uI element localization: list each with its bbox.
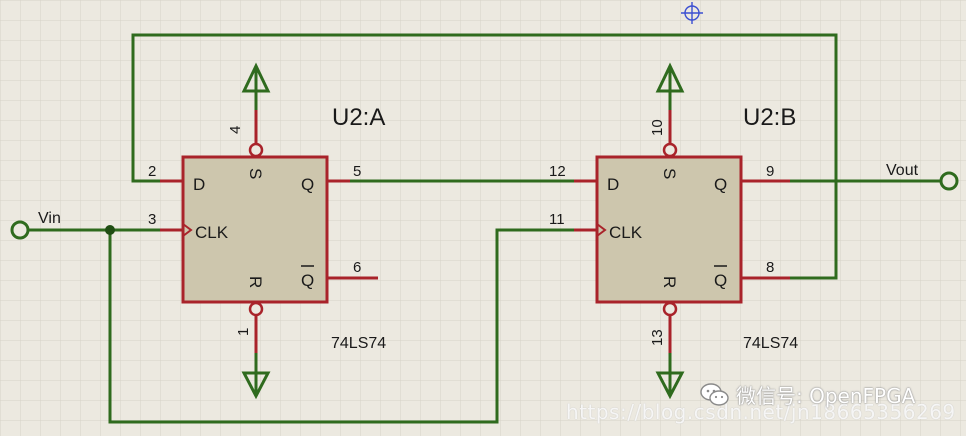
chip-a-qbar-label: Q xyxy=(301,271,314,290)
wechat-icon xyxy=(700,382,729,406)
chip-b-pins xyxy=(574,110,790,353)
chip-b-q-num: 9 xyxy=(766,163,774,180)
chip-a-ref: U2:A xyxy=(332,104,385,131)
chip-a-part: 74LS74 xyxy=(331,335,386,352)
wechat-watermark: 微信号: OpenFPGA xyxy=(700,380,915,409)
chip-a-s-num: 4 xyxy=(227,126,244,134)
chip-a-q-num: 5 xyxy=(353,163,361,180)
wire-vin-clk-b xyxy=(108,228,574,424)
chip-b-s-label: S xyxy=(660,168,679,179)
chip-a-clk-triangle xyxy=(182,223,193,237)
chip-b-q-label: Q xyxy=(714,175,727,194)
chip-a-pins xyxy=(160,110,378,353)
chip-a-clk-label: CLK xyxy=(195,223,229,242)
chip-u2a[interactable]: U2:A 74LS74 D CLK Q Q S R 2 3 5 6 4 1 xyxy=(148,104,386,353)
chip-b-r-label: R xyxy=(660,276,679,288)
supply-arrows xyxy=(241,62,685,400)
chip-b-part: 74LS74 xyxy=(743,335,798,352)
wires xyxy=(28,33,942,424)
chip-b-d-label: D xyxy=(607,175,619,194)
chip-a-d-label: D xyxy=(193,175,205,194)
vin-terminal[interactable] xyxy=(10,220,30,240)
vin-label: Vin xyxy=(38,210,61,227)
wechat-brand-text: 微信号: OpenFPGA xyxy=(736,384,916,408)
chip-b-qbar-num: 8 xyxy=(766,259,774,276)
chip-a-q-label: Q xyxy=(301,175,314,194)
chip-a-qbar-num: 6 xyxy=(353,259,361,276)
chip-b-s-num: 10 xyxy=(649,119,666,136)
chip-u2b[interactable]: U2:B 74LS74 D CLK Q Q S R 12 11 9 8 10 1… xyxy=(549,104,798,353)
chip-b-r-num: 13 xyxy=(649,329,666,346)
chip-b-clk-label: CLK xyxy=(609,223,643,242)
vout-label: Vout xyxy=(886,162,919,179)
chip-b-d-num: 12 xyxy=(549,163,566,180)
chip-b-s-bubble xyxy=(662,142,678,158)
chip-a-s-bubble xyxy=(248,142,264,158)
chip-b-clk-triangle xyxy=(596,223,607,237)
crosshair-marker-icon xyxy=(681,2,703,24)
chip-b-r-bubble xyxy=(662,301,678,317)
chip-b-clk-num: 11 xyxy=(549,211,565,228)
chip-b-qbar-label: Q xyxy=(714,271,727,290)
chip-a-r-bubble xyxy=(248,301,264,317)
csdn-url-watermark: https://blog.csdn.net/jn18665356269 xyxy=(566,400,956,424)
chip-a-s-label: S xyxy=(246,168,265,179)
wire-feedback xyxy=(131,33,838,280)
chip-a-r-label: R xyxy=(246,276,265,288)
vout-terminal[interactable] xyxy=(939,171,959,191)
junction-dot xyxy=(105,225,115,235)
chip-a-clk-num: 3 xyxy=(148,211,156,228)
chip-a-r-num: 1 xyxy=(235,328,252,336)
chip-b-ref: U2:B xyxy=(743,104,796,131)
chip-a-d-num: 2 xyxy=(148,163,156,180)
